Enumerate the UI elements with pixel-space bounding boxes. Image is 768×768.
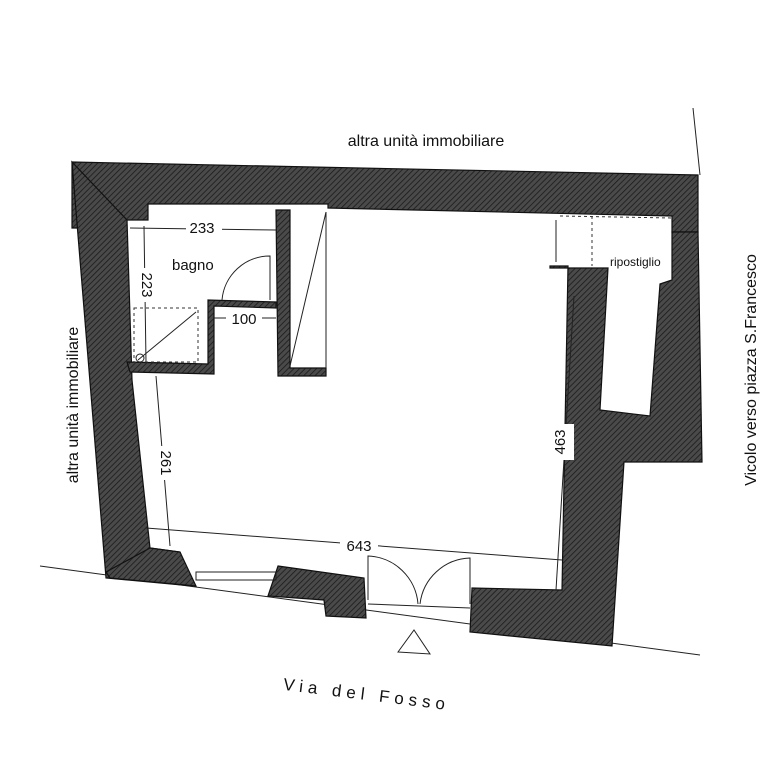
dim-total-width: 643 bbox=[346, 538, 371, 555]
alley-line bbox=[692, 107, 701, 176]
main-door-right bbox=[419, 557, 471, 605]
main-door-left bbox=[367, 555, 419, 605]
front-window bbox=[195, 571, 277, 581]
right-wall bbox=[469, 231, 703, 647]
label-right-alley: Vicolo verso piazza S.Francesco bbox=[743, 254, 760, 486]
shower-drain-icon bbox=[135, 353, 145, 363]
label-top-neighbor: altra unità immobiliare bbox=[348, 133, 505, 150]
bathroom-door-swing bbox=[221, 255, 271, 301]
label-street: Via del Fosso bbox=[282, 675, 451, 714]
dim-bagno-depth: 223 bbox=[138, 272, 155, 297]
label-left-neighbor: altra unità immobiliare bbox=[65, 327, 82, 484]
closet-door bbox=[289, 211, 327, 367]
top-wall bbox=[71, 161, 699, 233]
entrance-triangle-icon bbox=[397, 629, 431, 655]
dim-bagno-width: 233 bbox=[189, 220, 214, 237]
threshold bbox=[367, 603, 471, 609]
dim-right-height: 463 bbox=[552, 429, 569, 454]
room-label-ripostiglio: ripostiglio bbox=[610, 255, 661, 269]
dim-left-height: 261 bbox=[157, 450, 174, 475]
closet-partition bbox=[275, 209, 327, 377]
shower-diagonal bbox=[137, 311, 197, 361]
ripostiglio-line-top bbox=[559, 215, 673, 219]
room-label-bagno: bagno bbox=[172, 257, 214, 274]
front-wall-left bbox=[105, 547, 197, 587]
shower-tray bbox=[133, 307, 199, 363]
dim-passage: 100 bbox=[231, 311, 256, 328]
bathroom-partition bbox=[126, 299, 277, 375]
left-wall bbox=[71, 160, 193, 587]
front-wall-middle bbox=[267, 565, 367, 619]
